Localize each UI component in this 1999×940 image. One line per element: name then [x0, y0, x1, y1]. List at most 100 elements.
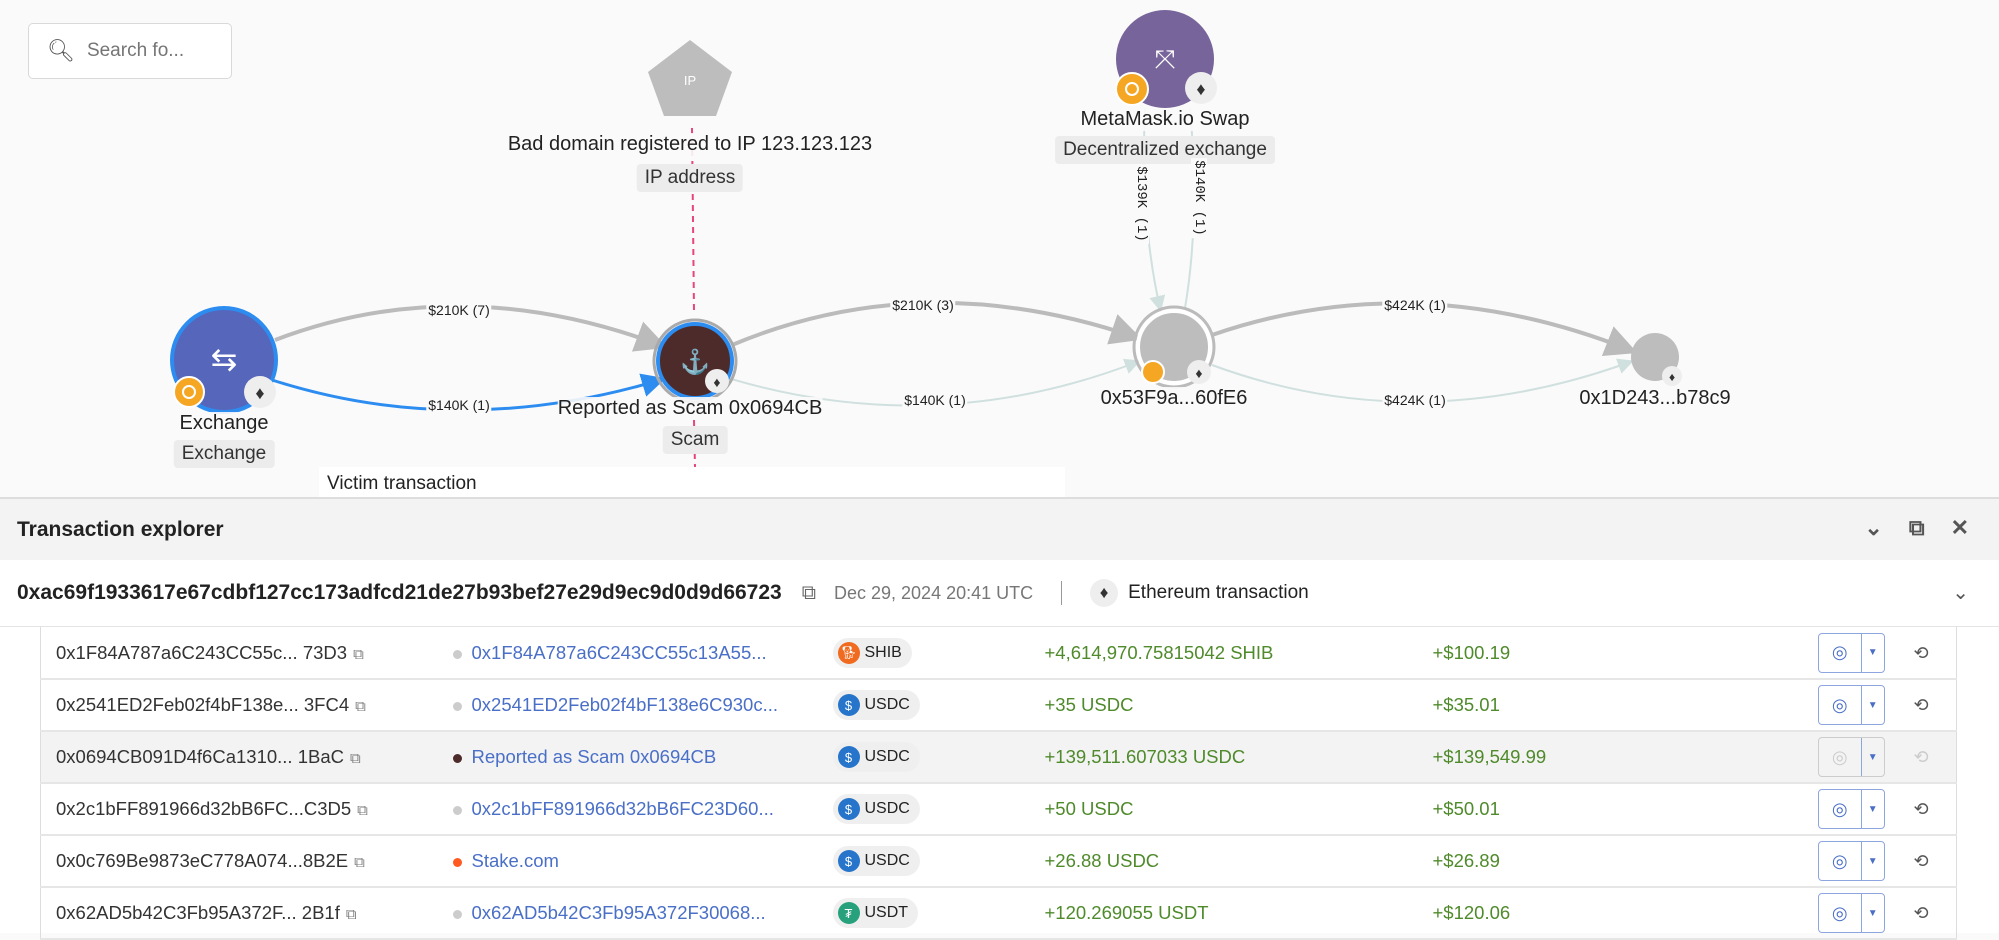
ip-pin-icon: IP [684, 73, 696, 88]
edge-label: $140K (1) [902, 392, 968, 408]
copy-icon[interactable]: ⧉ [801, 581, 816, 604]
dropdown-caret-button[interactable]: ▼ [1867, 803, 1878, 815]
row-address: 0x0c769Be9873eC778A074...8B2E [56, 850, 349, 871]
focus-button-group: ◎▼ [1817, 737, 1885, 777]
copy-icon[interactable]: ⧉ [349, 750, 361, 767]
attribution-badge-icon [1115, 72, 1149, 106]
token-chip: $USDC [832, 690, 920, 720]
ethereum-icon: ♦ [1090, 579, 1119, 607]
edge-label: $210K (3) [890, 297, 956, 313]
open-external-icon[interactable]: ⧉ [1908, 515, 1925, 540]
fishing-hook-icon: ⚓ [680, 348, 710, 376]
token-usdc-icon: $ [837, 850, 860, 872]
row-address: 0x2c1bFF891966d32bB6FC...C3D5 [56, 798, 352, 819]
add-to-graph-icon[interactable]: ⟲ [1913, 747, 1929, 767]
add-to-graph-icon[interactable]: ⟲ [1913, 695, 1929, 715]
dropdown-caret-button[interactable]: ▼ [1867, 855, 1878, 867]
token-amount: +4,614,970.75815042 SHIB [1044, 641, 1274, 663]
search-box[interactable]: 🔍︎ [28, 23, 232, 79]
focus-target-button[interactable]: ◎ [1819, 633, 1862, 672]
copy-icon[interactable]: ⧉ [354, 854, 365, 871]
focus-target-button[interactable]: ◎ [1819, 842, 1862, 880]
dropdown-caret-button[interactable]: ▼ [1867, 699, 1878, 711]
table-row[interactable]: 0x2c1bFF891966d32bB6FC...C3D5 ⧉ 0x2c1bFF8… [40, 783, 1957, 835]
table-row[interactable]: 0x1F84A787a6C243CC55c... 73D3 ⧉ 0x1F84A78… [40, 627, 1957, 679]
focus-button-group: ◎▼ [1817, 893, 1885, 933]
ip-node[interactable] [648, 40, 732, 116]
ethereum-badge-icon: ♦ [1187, 360, 1211, 384]
search-input[interactable] [86, 40, 227, 62]
token-symbol: USDC [864, 696, 910, 713]
usd-amount: +$50.01 [1432, 798, 1500, 819]
focus-target-button[interactable]: ◎ [1819, 738, 1862, 776]
token-amount: +26.88 USDC [1044, 850, 1160, 871]
edge-label: $139K (1) [1133, 164, 1149, 244]
row-address: 0x0694CB091D4f6Ca1310... 1BaC [56, 746, 344, 767]
row-address: 0x2541ED2Feb02f4bF138e... 3FC4 [56, 694, 350, 715]
svg-text:♦: ♦ [255, 383, 264, 403]
dropdown-caret-button[interactable]: ▼ [1867, 751, 1878, 763]
entity-link[interactable]: 0x1F84A787a6C243CC55c13A55... [471, 641, 767, 663]
copy-icon[interactable]: ⧉ [355, 698, 366, 715]
graph-canvas[interactable]: IP ⤧ ⇆ ⚓ ♦ ♦ ♦ ♦ ♦ 🔍︎ Bad domain registe… [0, 0, 1999, 497]
divider [1061, 581, 1063, 605]
node-category-chip: IP address [636, 164, 744, 192]
node-category-chip: Exchange [173, 440, 275, 468]
copy-icon[interactable]: ⧉ [353, 645, 364, 663]
table-row[interactable]: 0x0c769Be9873eC778A074...8B2E ⧉ Stake.com… [40, 835, 1957, 887]
svg-text:♦: ♦ [713, 374, 720, 390]
token-shib-icon: 🐕︎ [837, 641, 860, 664]
dropdown-caret-button[interactable]: ▼ [1867, 647, 1878, 658]
focus-target-button[interactable]: ◎ [1819, 790, 1862, 828]
collapse-icon[interactable]: ⌄ [1864, 515, 1883, 540]
edge-label: $424K (1) [1382, 392, 1448, 408]
chevron-down-icon[interactable]: ⌄ [1952, 582, 1969, 604]
token-symbol: USDC [864, 748, 910, 765]
dropdown-caret-button[interactable]: ▼ [1867, 907, 1878, 919]
table-row[interactable]: 0x0694CB091D4f6Ca1310... 1BaC ⧉ Reported … [40, 731, 1957, 783]
row-address: 0x62AD5b42C3Fb95A372F... 2B1f [56, 902, 340, 923]
focus-target-button[interactable]: ◎ [1819, 894, 1862, 932]
close-icon[interactable]: ✕ [1950, 515, 1969, 540]
transaction-hash: 0xac69f1933617e67cdbf127cc173adfcd21de27… [17, 581, 782, 604]
copy-icon[interactable]: ⧉ [345, 906, 357, 923]
entity-link[interactable]: 0x2541ED2Feb02f4bF138e6C930c... [471, 694, 779, 715]
victim-transaction-tooltip: Victim transaction [319, 467, 1065, 497]
table-row[interactable]: 0x62AD5b42C3Fb95A372F... 2B1f ⧉ 0x62AD5b4… [40, 887, 1957, 939]
usd-amount: +$35.01 [1432, 694, 1500, 715]
row-address: 0x1F84A787a6C243CC55c... 73D3 [56, 641, 348, 663]
token-usdc-icon: $ [837, 694, 860, 716]
edge-label: $140K (1) [1191, 158, 1207, 238]
entity-link[interactable]: 0x62AD5b42C3Fb95A372F30068... [471, 902, 766, 923]
ethereum-badge-icon: ♦ [1662, 366, 1682, 386]
ethereum-badge-icon: ♦ [1185, 72, 1217, 104]
node-label: Exchange [179, 412, 269, 435]
entity-link[interactable]: Reported as Scam 0x0694CB [471, 746, 717, 767]
token-symbol: USDC [864, 800, 910, 817]
add-to-graph-icon[interactable]: ⟲ [1913, 903, 1929, 923]
node-label: Bad domain registered to IP 123.123.123 [507, 133, 873, 156]
token-symbol: SHIB [864, 643, 902, 661]
attribution-badge-icon [173, 376, 205, 408]
transaction-summary[interactable]: 0xac69f1933617e67cdbf127cc173adfcd21de27… [0, 560, 1999, 627]
table-row[interactable]: 0x2541ED2Feb02f4bF138e... 3FC4 ⧉ 0x2541ED… [40, 679, 1957, 731]
attribution-badge-icon [1141, 360, 1165, 384]
ip-link-edge [691, 127, 695, 313]
usd-amount: +$120.06 [1432, 902, 1511, 923]
entity-link[interactable]: Stake.com [471, 850, 559, 871]
node-label: 0x1D243...b78c9 [1579, 387, 1731, 410]
copy-icon[interactable]: ⧉ [357, 802, 368, 819]
focus-target-button[interactable]: ◎ [1819, 686, 1862, 724]
entity-dot [452, 910, 462, 919]
add-to-graph-icon[interactable]: ⟲ [1913, 799, 1929, 819]
edge-label: $140K (1) [426, 397, 492, 413]
add-to-graph-icon[interactable]: ⟲ [1913, 642, 1929, 663]
transaction-date: Dec 29, 2024 20:41 UTC [834, 582, 1034, 603]
add-to-graph-icon[interactable]: ⟲ [1913, 851, 1929, 871]
token-amount: +35 USDC [1044, 694, 1134, 715]
entity-link[interactable]: 0x2c1bFF891966d32bB6FC23D60... [471, 798, 774, 819]
token-symbol: USDT [864, 904, 909, 921]
entity-dot [452, 858, 462, 867]
search-icon: 🔍︎ [47, 38, 75, 63]
usd-amount: +$100.19 [1432, 641, 1511, 663]
